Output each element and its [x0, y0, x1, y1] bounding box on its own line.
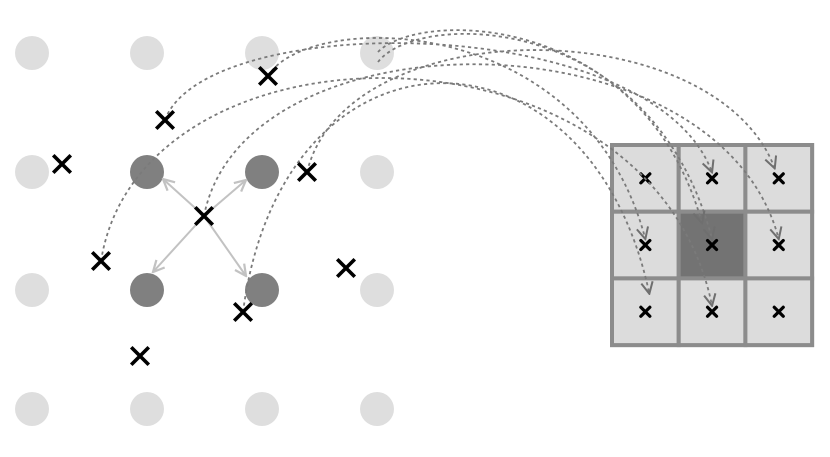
mapping-curve-5	[306, 49, 775, 173]
kernel-sample-icon-1-2	[772, 238, 785, 252]
sample-cross-icon-2	[51, 153, 73, 175]
grid-point-3-1	[130, 392, 164, 426]
kernel-sample-icon-1-1	[705, 238, 719, 252]
mapping-curves	[100, 29, 779, 313]
kernel-sample-icon-2-0	[639, 305, 652, 318]
mapping-curve-1	[267, 37, 645, 239]
grid-point-0-0	[15, 36, 49, 70]
input-grid	[15, 36, 394, 426]
kernel-sample-icon-1-0	[639, 238, 652, 252]
active-grid-point-2-1	[130, 273, 164, 307]
kernel-sample-icon-2-1	[705, 305, 719, 318]
grid-point-1-0	[15, 155, 49, 189]
mapping-curve-7	[377, 29, 702, 223]
grid-point-2-0	[15, 273, 49, 307]
kernel-sample-icon-0-1	[705, 172, 719, 185]
sample-cross-icon-8	[129, 345, 151, 367]
sample-cross-icon-6	[335, 257, 357, 279]
sample-points	[51, 65, 357, 367]
grid-point-0-1	[130, 36, 164, 70]
kernel-sample-icon-2-2	[772, 305, 785, 318]
grid-point-1-3	[360, 155, 394, 189]
mapping-curve-2	[377, 32, 712, 239]
sample-cross-icon-1	[154, 109, 176, 131]
sample-cross-icon-3	[296, 161, 318, 183]
kernel-grid	[610, 143, 815, 348]
sample-cross-icon-7	[232, 301, 254, 323]
mapping-curve-4	[203, 63, 779, 239]
active-grid-point-1-1	[130, 155, 164, 189]
mapping-curve-0	[164, 42, 712, 172]
sample-cross-icon-4	[193, 205, 215, 227]
active-grid-point-2-2	[245, 273, 279, 307]
active-grid-point-1-2	[245, 155, 279, 189]
neighbor-arrows	[153, 179, 246, 276]
grid-point-3-3	[360, 392, 394, 426]
neighbor-arrow-3	[203, 215, 246, 276]
mapping-curve-6	[242, 82, 649, 313]
sample-cross-icon-0	[257, 65, 279, 87]
grid-point-3-0	[15, 392, 49, 426]
neighbor-arrow-2	[153, 215, 205, 272]
grid-point-3-2	[245, 392, 279, 426]
sample-cross-icon-5	[90, 250, 112, 272]
grid-point-2-3	[360, 273, 394, 307]
kernel-sample-icon-0-2	[772, 172, 785, 185]
grid-point-0-2	[245, 36, 279, 70]
